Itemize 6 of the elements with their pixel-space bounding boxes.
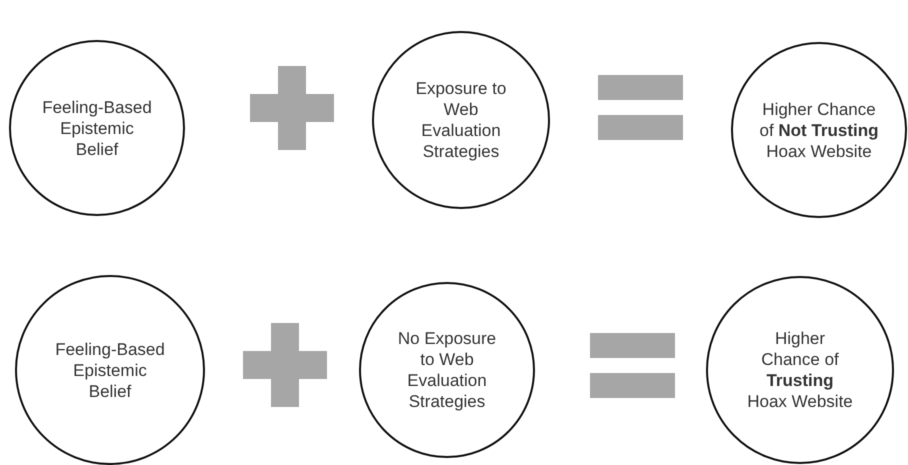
node-text: Higher Chance of Trusting Hoax Website <box>746 328 854 412</box>
node-text: Exposure to Web Evaluation Strategies <box>414 78 508 162</box>
node-text: Feeling-Based Epistemic Belief <box>42 96 152 160</box>
node-text: No Exposure to Web Evaluation Strategies <box>397 328 497 412</box>
node-text: Higher Chance of Not Trusting Hoax Website <box>759 98 879 162</box>
node-text: Feeling-Based Epistemic Belief <box>54 338 166 402</box>
